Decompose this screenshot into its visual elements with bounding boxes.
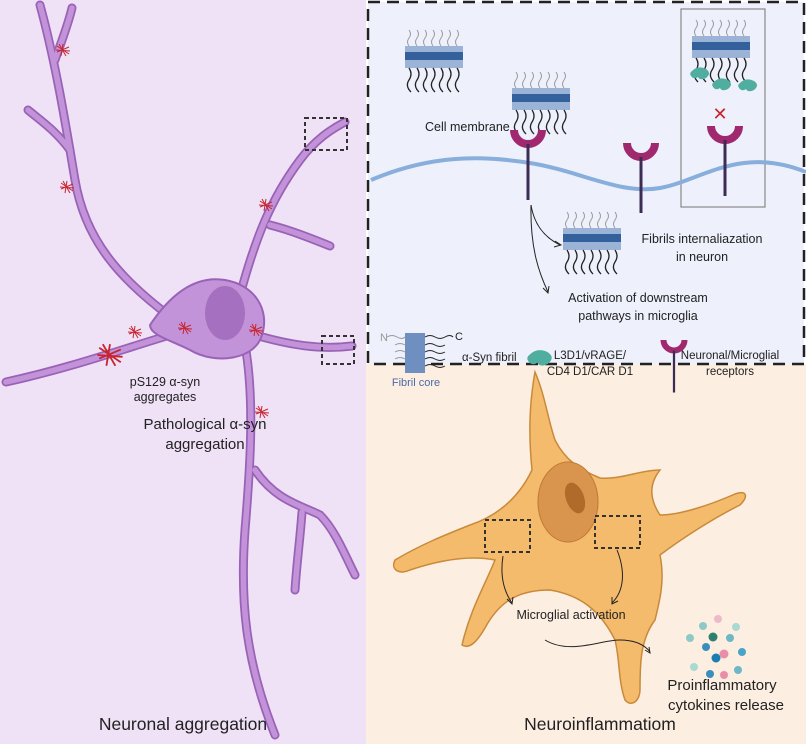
microglia-panel-title: Neuroinflammatiom [524,714,676,734]
activation-label-2: pathways in microglia [578,309,698,323]
microglia [393,369,747,704]
activation-arrows [501,549,651,654]
blocked-x-icon: ✕ [712,104,727,124]
internalization-label-2: in neuron [676,250,728,264]
neuron-panel-title: Neuronal aggregation [99,714,267,734]
pathology-label-1: Pathological α-syn [144,416,267,433]
microglial-activation-label: Microglial activation [516,608,625,622]
pathology-label-2: aggregation [165,436,244,453]
cytokines [686,615,746,679]
zoom-box-neurite [321,335,355,365]
pathway-arrows [530,204,563,295]
zoom-box-microglia-left [484,519,531,553]
legend-c-terminus: C [455,331,463,343]
legend-fibril-core-label: Fibril core [392,377,440,389]
neuron [1,0,360,740]
legend-receptor-label-2: receptors [706,366,754,378]
zoom-box-microglia-right [594,515,641,549]
activation-label-1: Activation of downstream [568,291,708,305]
legend-receptor-label-1: Neuronal/Microglial [681,350,779,362]
legend-fibril-label: α-Syn fibril [462,352,517,364]
blocked-binding-box [680,8,766,208]
aggregates-label-1: pS129 α-syn [130,375,201,389]
legend-blocker-label-1: L3D1/vRAGE/ [554,350,627,362]
membrane-label: Cell membrane [425,120,510,134]
legend-n-terminus: N [380,332,388,344]
cytokine-label-1: Proinflammatory [667,677,777,694]
cytokine-label-2: cytokines release [668,697,784,714]
legend-blocker-label-2: CD4 D1/CAR D1 [547,366,633,378]
legend-fibril-icon [386,333,454,373]
zoom-box-dendrite [304,117,348,151]
legend: N C α-Syn fibril Fibril core L3D1/vRAGE/… [380,331,779,393]
internalization-label-1: Fibrils internaliazation [642,232,763,246]
neuron-nucleus [205,286,245,340]
aggregates-label-2: aggregates [134,390,197,404]
